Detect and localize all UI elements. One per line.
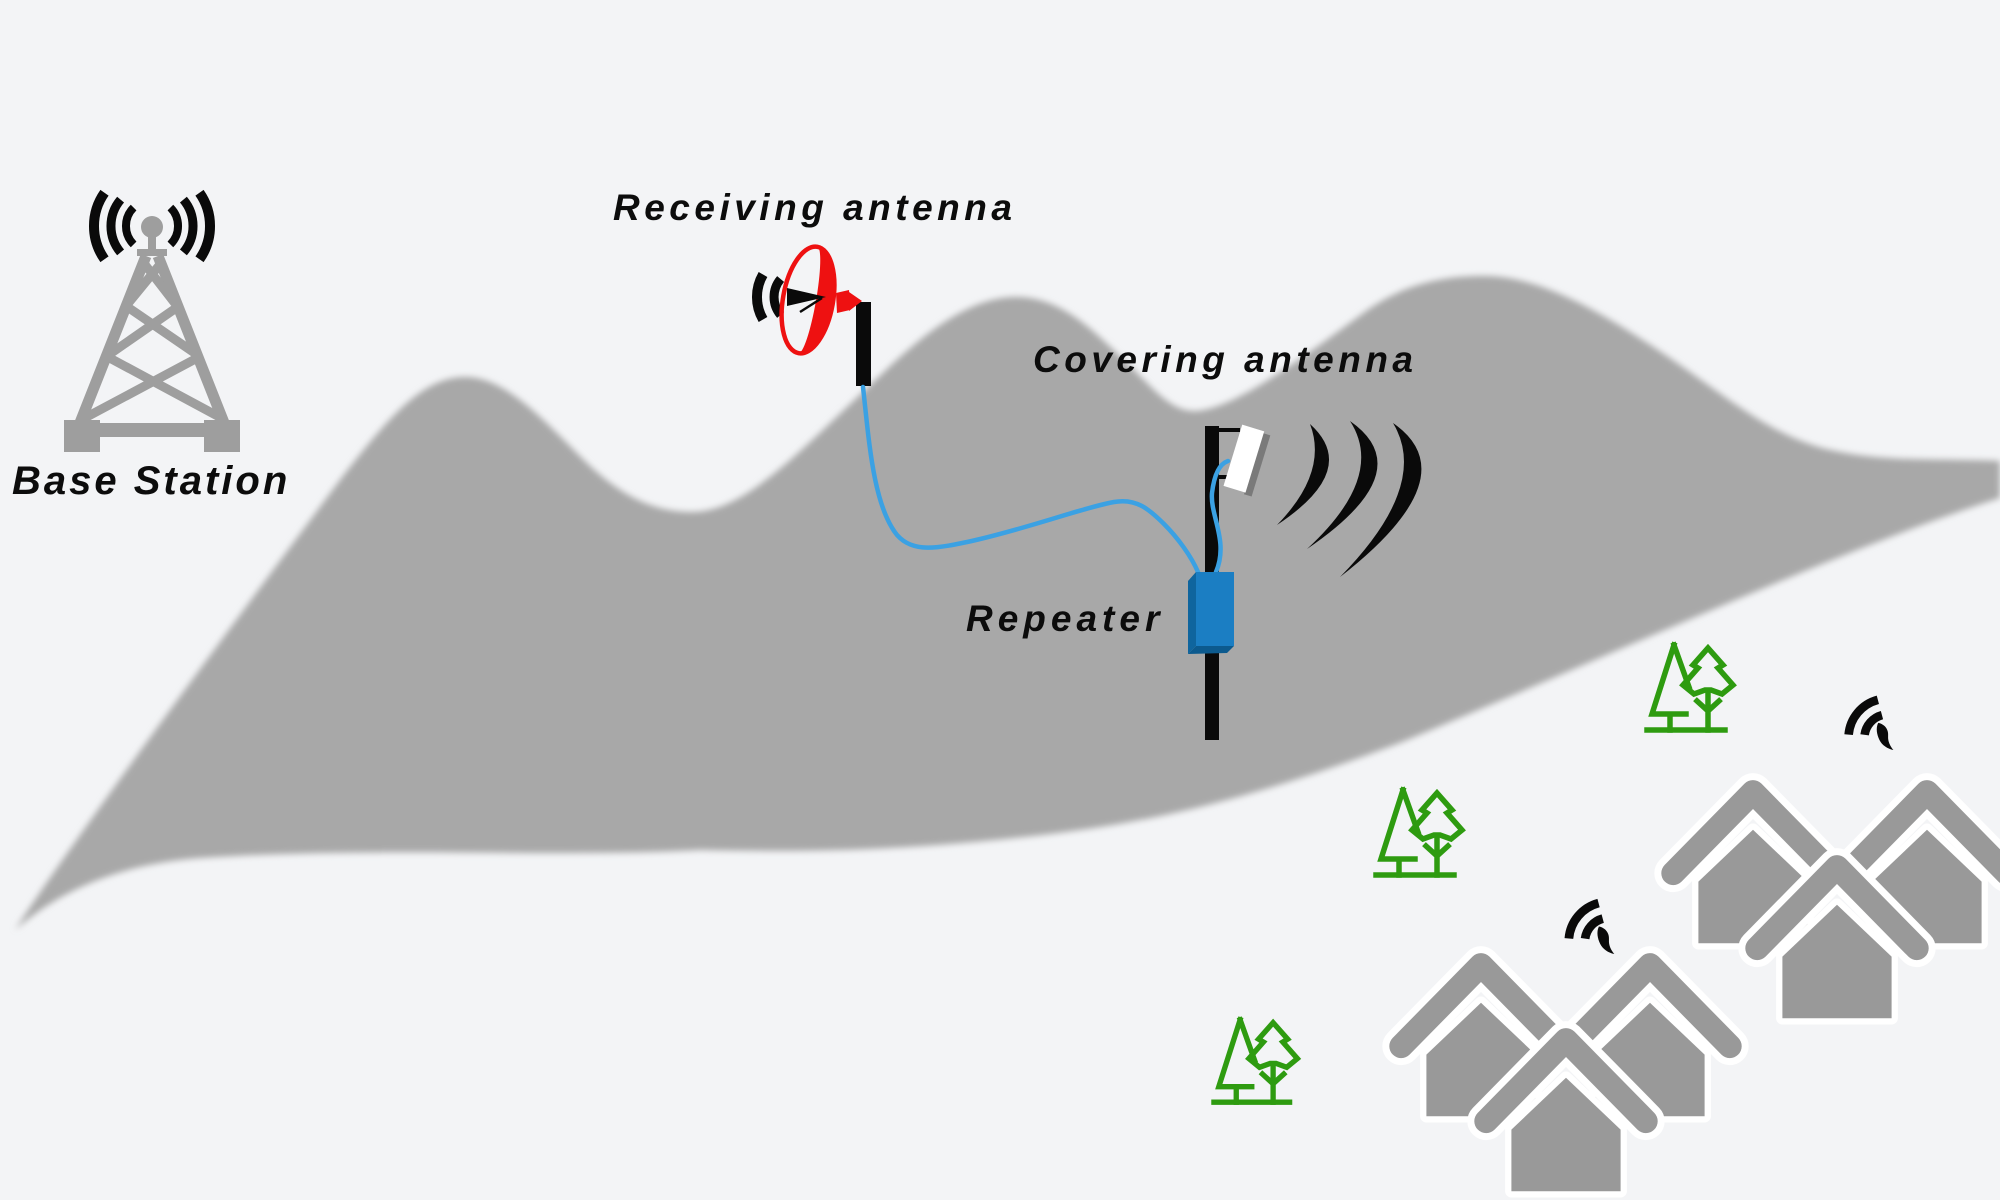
incoming-signal-arcs-icon — [752, 272, 785, 322]
panel-antenna-icon — [1223, 424, 1271, 497]
repeater-label: Repeater — [966, 598, 1165, 639]
cable-receiving-to-repeater — [860, 384, 1201, 575]
house-cluster — [1673, 792, 2000, 1018]
cable-repeater-to-panel — [1209, 458, 1231, 575]
base-station-signal-arcs-icon — [88, 189, 216, 263]
radio-tower-icon — [64, 216, 240, 452]
feed-arrow-icon — [787, 288, 826, 306]
covering-antenna-icon — [860, 384, 1422, 740]
base-station-label: Base Station — [12, 459, 291, 503]
wifi-signal-icon — [1569, 903, 1614, 954]
coverage-signal-arcs-icon — [1277, 421, 1422, 577]
receiving-antenna-icon — [752, 244, 871, 386]
tree-icon — [1376, 790, 1462, 875]
repeater-box-icon — [1188, 572, 1234, 654]
covering-antenna-label: Covering antenna — [1033, 339, 1418, 380]
tree-icon — [1214, 1020, 1297, 1102]
tree-icon — [1647, 645, 1733, 730]
base-station-icon — [64, 189, 240, 452]
mountain-silhouette — [15, 276, 2000, 930]
wifi-signal-icon — [1849, 700, 1894, 750]
dish-mount — [836, 290, 862, 313]
receiving-antenna-label: Receiving antenna — [613, 187, 1017, 228]
house-cluster — [1401, 965, 1730, 1191]
receiving-antenna-pole — [856, 302, 871, 386]
